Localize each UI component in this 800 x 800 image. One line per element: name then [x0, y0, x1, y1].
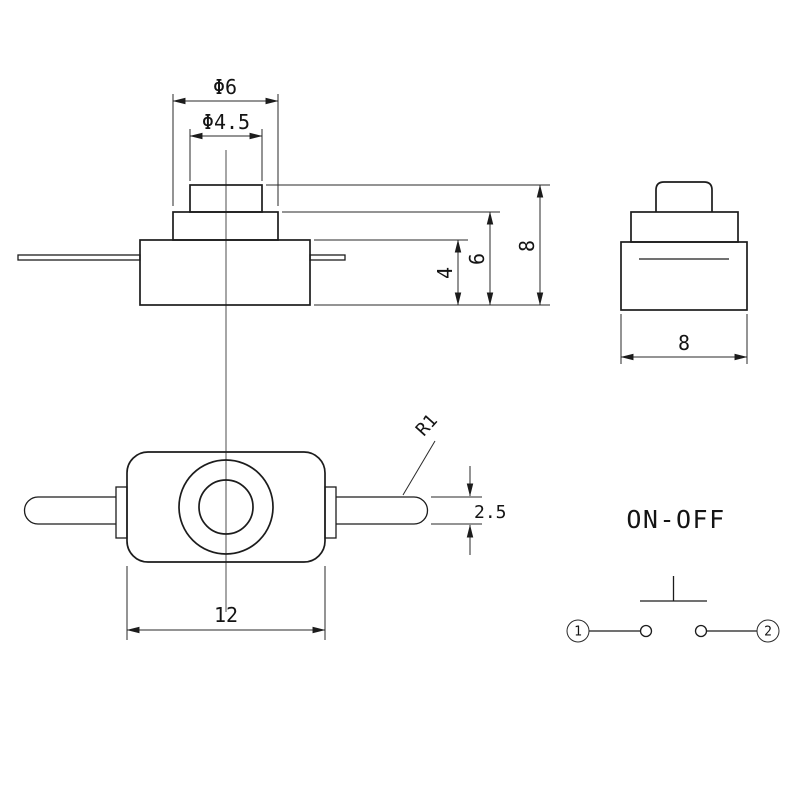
- dim-body-12: 12: [126, 566, 326, 640]
- r1-callout: R1: [402, 410, 442, 496]
- dim-width-8-label: 8: [678, 331, 690, 355]
- plan-right-tab: [324, 486, 337, 539]
- plan-outer-circle: [178, 459, 274, 555]
- dim-phi45: Φ4.5: [189, 110, 263, 181]
- plan-left-tab: [115, 486, 128, 539]
- dim-width-8: 8: [620, 314, 748, 364]
- terminal-1: 1: [566, 619, 590, 643]
- top-view: R1 2.5 12: [23, 410, 507, 640]
- plan-inner-circle: [198, 479, 254, 535]
- front-flange-outline: [172, 211, 279, 241]
- dim-height-8: 8: [515, 184, 544, 306]
- front-left-lead: [17, 254, 141, 261]
- height-extension-lines: [266, 184, 550, 306]
- on-off-label: ON-OFF: [626, 505, 725, 534]
- front-view: Φ6 Φ4.5 4 6 8: [17, 75, 550, 306]
- side-cap-outline: [655, 181, 713, 212]
- dim-height-4-label: 4: [433, 267, 457, 279]
- dim-height-8-label: 8: [515, 240, 539, 252]
- front-right-lead: [309, 254, 346, 261]
- contact-left-circle: [639, 624, 653, 638]
- dim-body-12-label: 12: [214, 603, 238, 627]
- contact-right-circle: [694, 624, 708, 638]
- dim-phi6: Φ6: [172, 75, 279, 206]
- dim-height-6-label: 6: [465, 253, 489, 265]
- dim-lead-2-5-label: 2.5: [474, 502, 507, 523]
- circuit-symbol: ON-OFF 1 2: [566, 505, 780, 643]
- dim-lead-2-5: 2.5: [431, 466, 507, 555]
- dim-height-6: 6: [465, 211, 494, 306]
- front-body-outline: [139, 239, 311, 306]
- plan-right-lead: [336, 496, 429, 525]
- r1-label: R1: [412, 410, 442, 440]
- dim-phi6-label: Φ6: [213, 75, 237, 99]
- side-flange-outline: [630, 211, 739, 243]
- side-body-outline: [620, 241, 748, 311]
- terminal-2-label: 2: [764, 625, 772, 640]
- dim-phi45-label: Φ4.5: [202, 110, 250, 134]
- terminal-1-label: 1: [574, 625, 582, 640]
- plan-left-lead: [23, 496, 116, 525]
- dim-height-4: 4: [433, 239, 462, 306]
- terminal-2: 2: [756, 619, 780, 643]
- side-view: 8: [620, 181, 748, 364]
- front-plunger-outline: [189, 184, 263, 213]
